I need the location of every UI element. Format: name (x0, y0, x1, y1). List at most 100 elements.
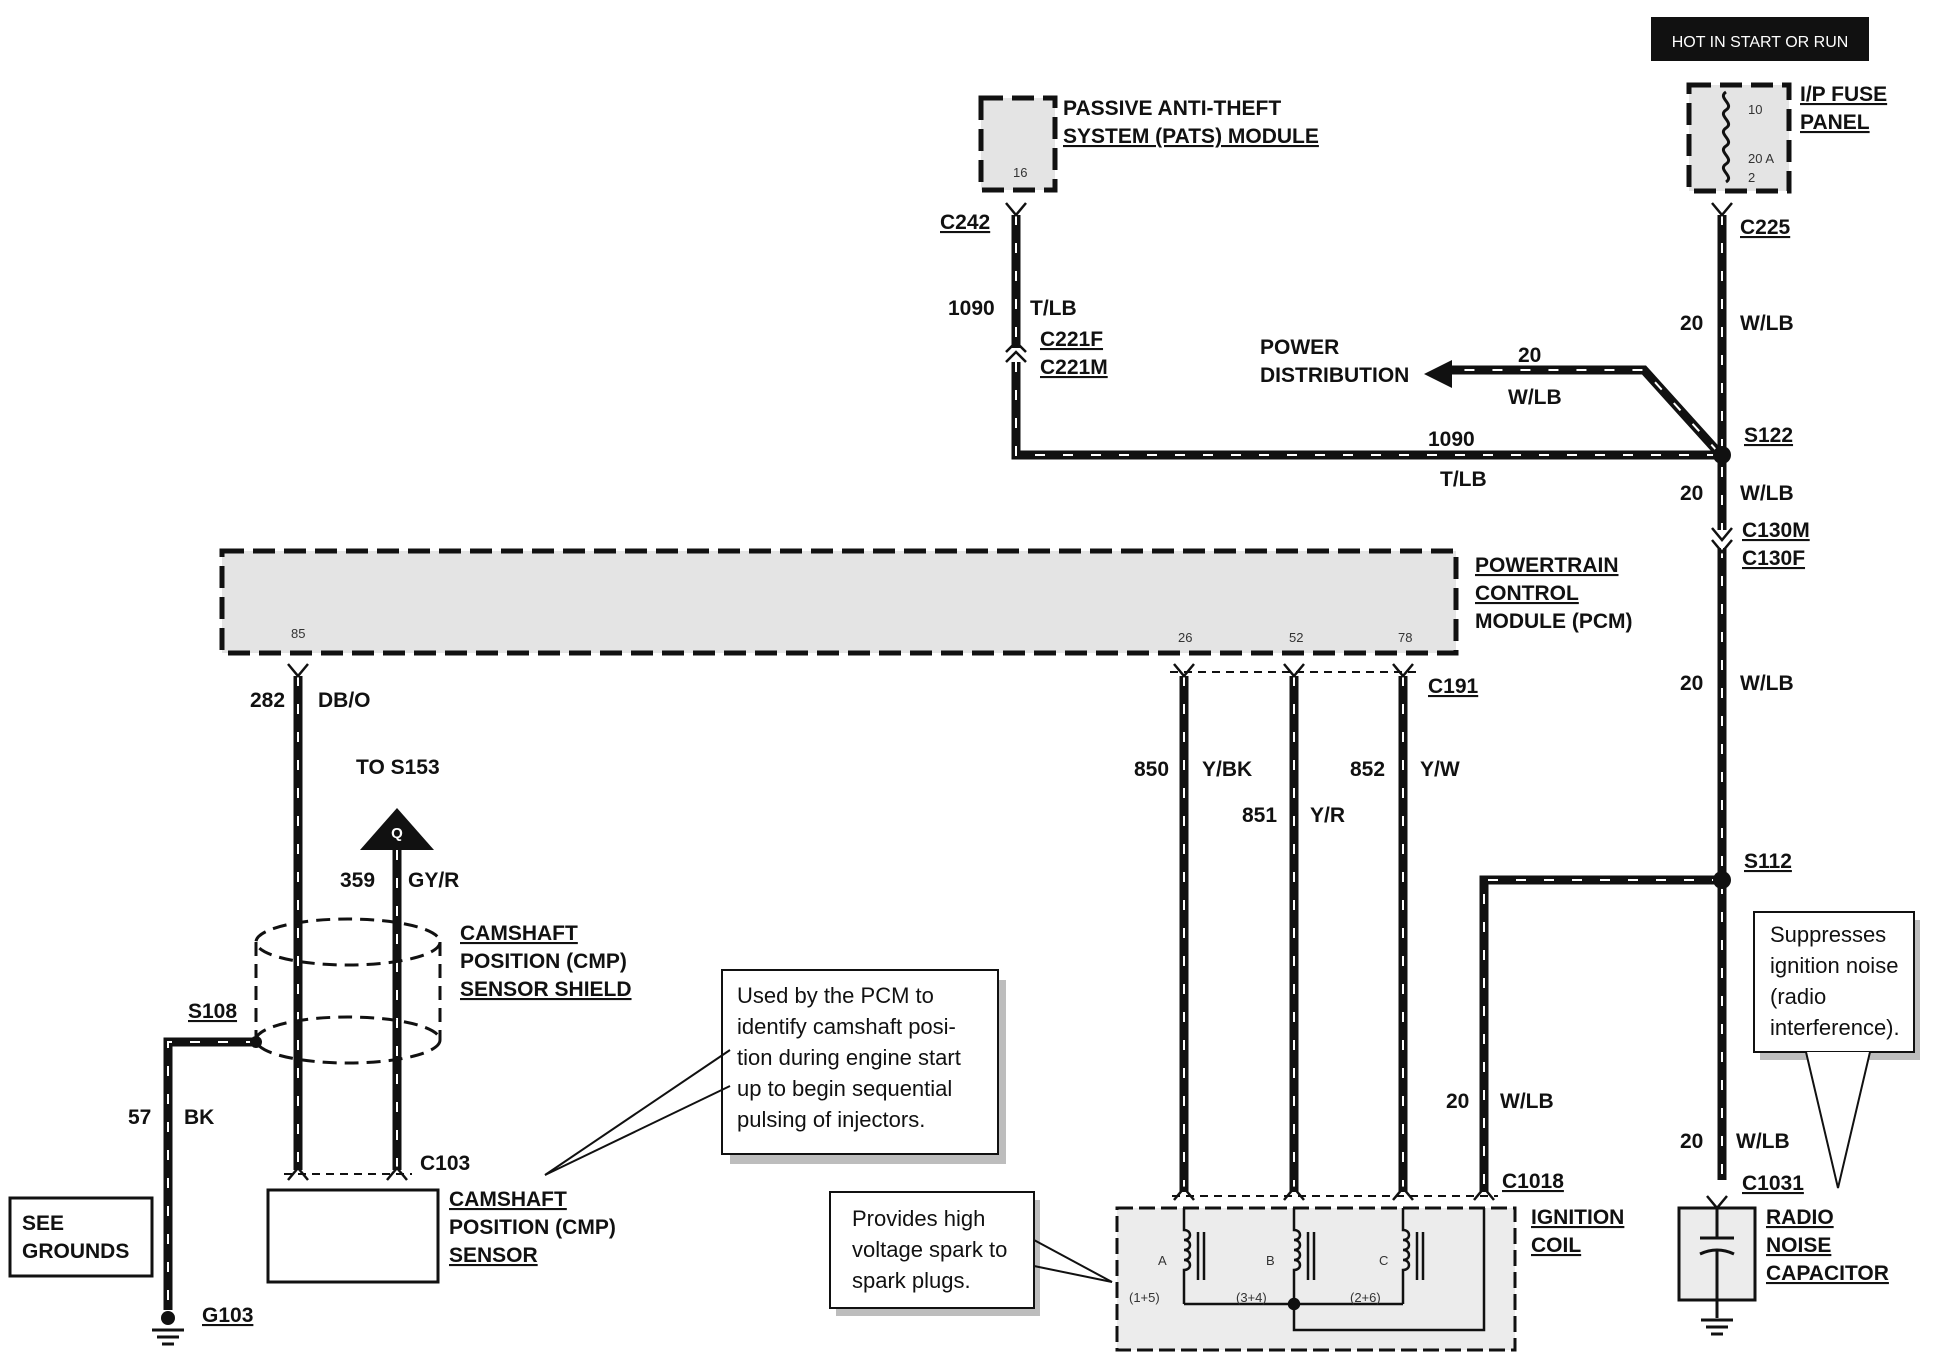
coil-wires (1170, 663, 1498, 1201)
coil-c-cyl: (2+6) (1350, 1290, 1381, 1305)
arrow-left-icon (1424, 360, 1452, 388)
wire-20-pd-color: W/LB (1508, 386, 1562, 409)
wire-359-num: 359 (340, 869, 375, 892)
note-cap-4: interference). (1770, 1015, 1900, 1040)
coil-b-cyl: (3+4) (1236, 1290, 1267, 1305)
wire-852-num: 852 (1350, 758, 1385, 781)
pcm-label-1: POWERTRAIN (1475, 554, 1619, 577)
shield-label-2: POSITION (CMP) (460, 950, 627, 973)
wire-850-num: 850 (1134, 758, 1169, 781)
wire-850-color: Y/BK (1202, 758, 1252, 781)
cmp-wires (152, 663, 442, 1346)
note-cap: Suppresses ignition noise (radio interfe… (1753, 911, 1920, 1189)
splice-s122 (1713, 446, 1731, 464)
note-coil-2: voltage spark to (852, 1237, 1007, 1262)
splice-s112 (1713, 871, 1731, 889)
coil-label-2: COIL (1531, 1234, 1581, 1257)
ground-capacitor-icon (1701, 1300, 1733, 1336)
note-cmp-4: up to begin sequential (737, 1076, 952, 1101)
pats-pin: 16 (1013, 165, 1027, 180)
top-wires (1005, 202, 1733, 1192)
fuse-pin-top: 10 (1748, 102, 1762, 117)
note-coil-3: spark plugs. (852, 1268, 971, 1293)
sensor-label-1: CAMSHAFT (449, 1188, 567, 1211)
connector-c130m: C130M (1742, 519, 1810, 542)
note-coil: Provides high voltage spark to spark plu… (829, 1191, 1113, 1316)
to-s153-label: TO S153 (356, 756, 440, 779)
wire-20-pd-num: 20 (1518, 344, 1541, 367)
wire-852-color: Y/W (1420, 758, 1460, 781)
wire-20-power-dist (1450, 365, 1722, 456)
fuse-label-2: PANEL (1800, 111, 1870, 134)
connector-c221m: C221M (1040, 356, 1108, 379)
note-cmp-1: Used by the PCM to (737, 983, 934, 1008)
splice-s108 (250, 1036, 262, 1048)
pcm-label-3: MODULE (PCM) (1475, 610, 1632, 633)
wire-57 (163, 1037, 256, 1310)
note-cmp-2: identify camshaft posi- (737, 1014, 956, 1039)
fuse-rating: 20 A (1748, 151, 1774, 166)
power-distribution-1: POWER (1260, 336, 1339, 359)
fuse-icon (1721, 90, 1731, 184)
wire-20-s122-num: 20 (1680, 482, 1703, 505)
see-grounds-1: SEE (22, 1212, 64, 1235)
q-marker: Q (391, 825, 403, 842)
connector-s112: S112 (1744, 850, 1792, 873)
fuse-pin-bottom: 2 (1748, 170, 1755, 185)
arrow-up-icon (360, 808, 434, 850)
note-cmp-5: pulsing of injectors. (737, 1107, 925, 1132)
cap-label-3: CAPACITOR (1766, 1262, 1889, 1285)
connector-c242: C242 (940, 211, 990, 234)
coil-a: A (1158, 1253, 1167, 1268)
pcm-pin-52: 52 (1289, 630, 1303, 645)
connector-c103: C103 (420, 1152, 470, 1175)
pats-module: 16 PASSIVE ANTI-THEFT SYSTEM (PATS) MODU… (978, 95, 1319, 193)
wire-20-coil-color: W/LB (1500, 1090, 1554, 1113)
wire-20-s122-color: W/LB (1740, 482, 1794, 505)
cap-label-1: RADIO (1766, 1206, 1834, 1229)
pcm-pin-85: 85 (291, 626, 305, 641)
connector-s122: S122 (1744, 424, 1793, 447)
wire-20-coil (1479, 875, 1722, 1192)
wire-20-coil-num: 20 (1446, 1090, 1469, 1113)
see-grounds-2: GROUNDS (22, 1240, 129, 1263)
fuse-panel: 10 20 A 2 I/P FUSE PANEL (1686, 82, 1887, 194)
wire-1090b-num: 1090 (1428, 428, 1475, 451)
connector-c130-mark (1711, 527, 1733, 554)
coil-c: C (1379, 1253, 1388, 1268)
wire-1090-color: T/LB (1030, 297, 1077, 320)
coil-a-cyl: (1+5) (1129, 1290, 1160, 1305)
connector-c221-mark (1005, 340, 1027, 363)
wire-20-c130-num: 20 (1680, 672, 1703, 695)
wire-20-cap-num: 20 (1680, 1130, 1703, 1153)
note-cmp: Used by the PCM to identify camshaft pos… (544, 969, 1006, 1176)
wire-20-cap-color: W/LB (1736, 1130, 1790, 1153)
wire-851-num: 851 (1242, 804, 1277, 827)
pcm-pin-78: 78 (1398, 630, 1412, 645)
pcm-label-2: CONTROL (1475, 582, 1579, 605)
pcm-pin-26: 26 (1178, 630, 1192, 645)
coil-windings-icon (1182, 1208, 1486, 1332)
coil-label-1: IGNITION (1531, 1206, 1624, 1229)
connector-c225-mark (1711, 202, 1733, 217)
pats-label-2: SYSTEM (PATS) MODULE (1063, 125, 1319, 148)
shield-icon (254, 917, 442, 1065)
wire-359-color: GY/R (408, 869, 459, 892)
wire-1090 (1011, 215, 1718, 460)
cmp-sensor: CAMSHAFT POSITION (CMP) SENSOR (266, 1188, 616, 1284)
cap-label-2: NOISE (1766, 1234, 1831, 1257)
connector-c191: C191 (1428, 675, 1479, 698)
wire-57-color: BK (184, 1106, 214, 1129)
wire-20-c130-color: W/LB (1740, 672, 1794, 695)
pats-label-1: PASSIVE ANTI-THEFT (1063, 97, 1281, 120)
connector-c1031: C1031 (1742, 1172, 1804, 1195)
see-grounds-box: SEE GROUNDS (8, 1196, 154, 1278)
fuse-label-1: I/P FUSE (1800, 83, 1887, 106)
sensor-label-3: SENSOR (449, 1244, 538, 1267)
connector-c1031-mark (1706, 1195, 1728, 1210)
power-distribution-2: DISTRIBUTION (1260, 364, 1409, 387)
connector-s108: S108 (188, 1000, 237, 1023)
radio-noise-capacitor: RADIO NOISE CAPACITOR (1677, 1195, 1889, 1336)
note-cap-3: (radio (1770, 984, 1826, 1009)
